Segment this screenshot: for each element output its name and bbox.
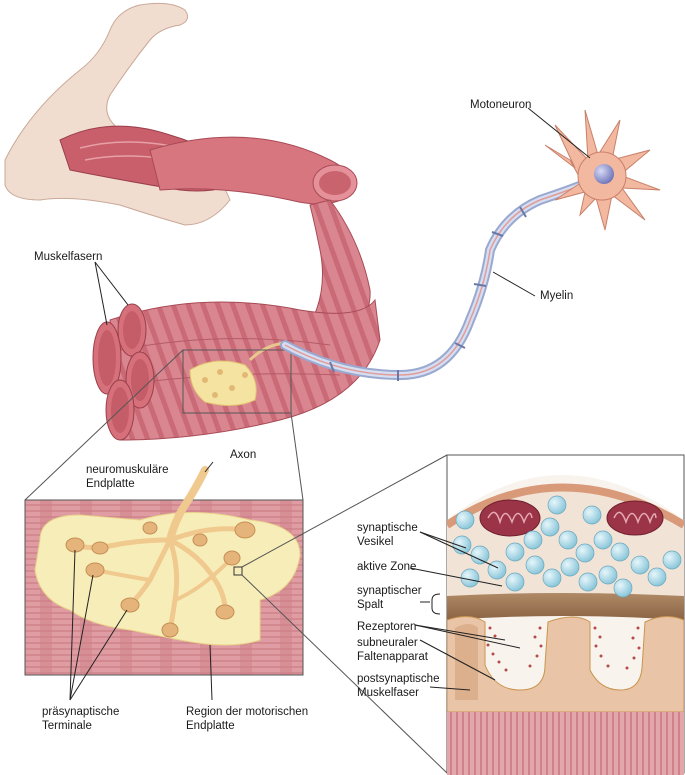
muscle-belly xyxy=(149,136,371,346)
label-vesikel-line2: Vesikel xyxy=(357,536,394,548)
label-vesikel-line1: synaptische xyxy=(357,522,418,534)
label-spalt-line1: synaptischer xyxy=(357,585,422,597)
label-praesynaptisch-line2: Terminale xyxy=(42,720,92,732)
label-muskelfaser-line1: postsynaptische xyxy=(357,673,440,685)
synapse-detail-panel xyxy=(241,454,685,775)
label-motoneuron: Motoneuron xyxy=(470,99,532,111)
label-muskelfasern: Muskelfasern xyxy=(34,251,103,263)
label-myelin: Myelin xyxy=(540,290,574,302)
label-endplatte-line2: Endplatte xyxy=(86,478,135,490)
label-spalt-line2: Spalt xyxy=(357,599,384,611)
label-aktive-zone: aktive Zone xyxy=(357,561,417,573)
motoneuron-cell xyxy=(544,109,661,231)
label-falten-line2: Faltenapparat xyxy=(357,651,428,663)
label-region-line2: Endplatte xyxy=(186,720,235,732)
muscle-fiber-bundle xyxy=(92,298,381,441)
label-falten-line1: subneuraler xyxy=(357,637,418,649)
label-muskelfaser-line2: Muskelfaser xyxy=(357,687,419,699)
leader-lines xyxy=(69,107,591,701)
arm-illustration xyxy=(4,2,251,226)
detail-marker xyxy=(233,566,243,576)
myelinated-axon xyxy=(280,175,600,381)
label-axon: Axon xyxy=(230,449,257,461)
zoom-box xyxy=(182,349,292,414)
label-praesynaptisch-line1: präsynaptische xyxy=(42,706,120,718)
label-rezeptoren: Rezeptoren xyxy=(357,621,417,633)
label-region-line1: Region der motorischen xyxy=(186,706,309,718)
label-endplatte-line1: neuromuskuläre xyxy=(86,464,169,476)
